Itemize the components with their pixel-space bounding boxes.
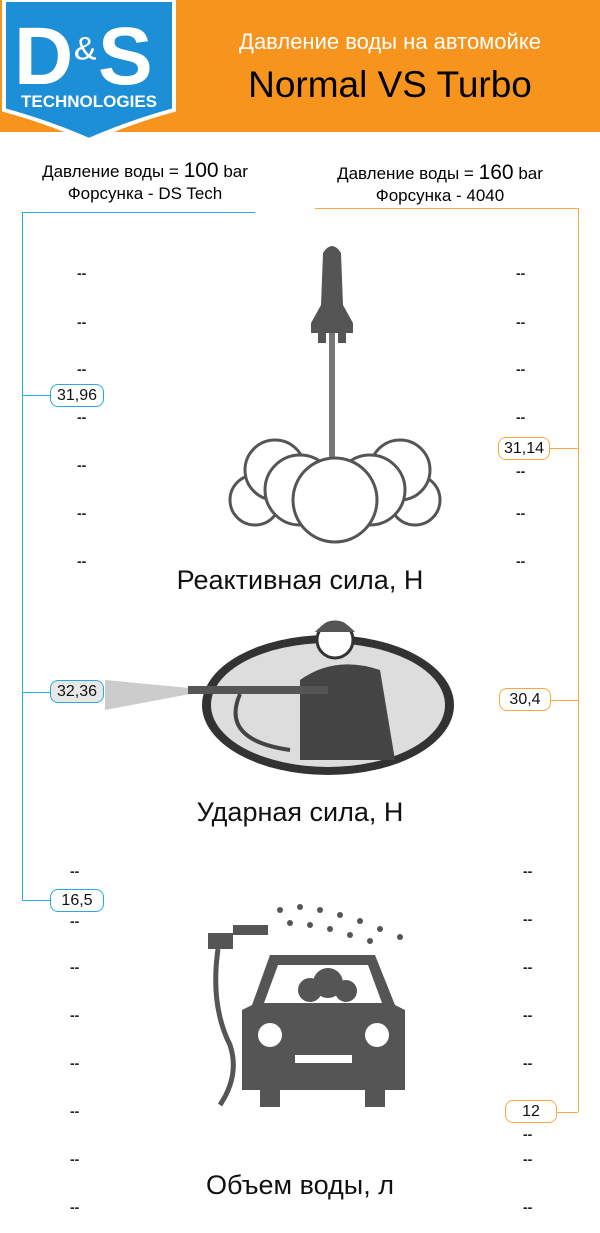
- right-dash: --: [516, 314, 526, 330]
- svg-text:D: D: [14, 11, 73, 102]
- left-dash: --: [77, 265, 87, 281]
- nozzle-label: Форсунка - DS Tech: [67, 184, 223, 203]
- right-conditions: Давление воды = 160 bar Форсунка - 4040: [305, 162, 575, 207]
- right-top-line: [315, 208, 578, 209]
- ds-technologies-logo: D S & TECHNOLOGIES: [2, 0, 176, 143]
- pressure-washer-worker-icon: [105, 620, 454, 775]
- left-volume-value: 16,5: [50, 889, 104, 912]
- pressure-value: 160: [478, 161, 514, 184]
- left-dash: --: [70, 863, 80, 879]
- left-dash: --: [70, 1151, 80, 1167]
- left-conditions: Давление воды = 100 bar Форсунка - DS Te…: [10, 160, 280, 205]
- left-dash: --: [70, 1103, 80, 1119]
- right-branch: [549, 448, 578, 449]
- right-dash: --: [516, 361, 526, 377]
- right-dash: --: [523, 1007, 533, 1023]
- rocket-cloud-icon: [228, 246, 442, 544]
- right-dash: --: [516, 505, 526, 521]
- right-dash: --: [523, 1055, 533, 1071]
- right-dash: --: [516, 409, 526, 425]
- impact-force-label: Ударная сила, Н: [196, 797, 404, 827]
- left-dash: --: [77, 505, 87, 521]
- right-impact-value: 30,4: [499, 688, 551, 711]
- left-dash: --: [70, 1007, 80, 1023]
- left-branch: [22, 900, 50, 901]
- left-dash: --: [70, 913, 80, 929]
- right-dash: --: [523, 959, 533, 975]
- svg-text:TECHNOLOGIES: TECHNOLOGIES: [21, 92, 157, 111]
- left-impact-value: 32,36: [50, 680, 104, 703]
- right-dash: --: [523, 1199, 533, 1215]
- svg-text:S: S: [98, 11, 153, 102]
- right-dash: --: [516, 463, 526, 479]
- left-branch: [22, 692, 50, 693]
- right-volume-value: 12: [505, 1100, 557, 1123]
- left-dash: --: [77, 553, 87, 569]
- left-reactive-value: 31,96: [50, 384, 104, 407]
- pressure-unit: bar: [218, 162, 248, 181]
- header-title: Normal VS Turbo: [248, 64, 532, 105]
- left-dash: --: [70, 959, 80, 975]
- pressure-unit: bar: [513, 164, 543, 183]
- right-dash: --: [516, 265, 526, 281]
- right-branch: [556, 1112, 578, 1113]
- right-dash: --: [523, 863, 533, 879]
- left-dash: --: [77, 314, 87, 330]
- reactive-force-label: Реактивная сила, Н: [176, 565, 424, 595]
- car-wash-icon: [208, 904, 405, 1107]
- header-subtitle: Давление воды на автомойке: [239, 29, 541, 54]
- left-dash: --: [70, 1055, 80, 1071]
- left-dash: --: [77, 361, 87, 377]
- right-dash: --: [523, 1126, 533, 1142]
- right-vertical-line: [578, 208, 579, 1112]
- right-reactive-value: 31,14: [498, 437, 550, 460]
- right-dash: --: [516, 553, 526, 569]
- left-dash: --: [70, 1199, 80, 1215]
- left-dash: --: [77, 457, 87, 473]
- left-vertical-line: [22, 212, 23, 900]
- pressure-label: Давление воды =: [42, 162, 184, 181]
- left-dash: --: [77, 409, 87, 425]
- pressure-value: 100: [183, 159, 219, 182]
- svg-text:&: &: [73, 30, 98, 68]
- right-dash: --: [523, 911, 533, 927]
- pressure-label: Давление воды =: [337, 164, 479, 183]
- left-top-line: [22, 212, 255, 213]
- left-branch: [22, 395, 50, 396]
- water-volume-label: Объем воды, л: [206, 1170, 394, 1200]
- right-dash: --: [523, 1151, 533, 1167]
- nozzle-label: Форсунка - 4040: [375, 186, 505, 205]
- right-branch: [550, 700, 578, 701]
